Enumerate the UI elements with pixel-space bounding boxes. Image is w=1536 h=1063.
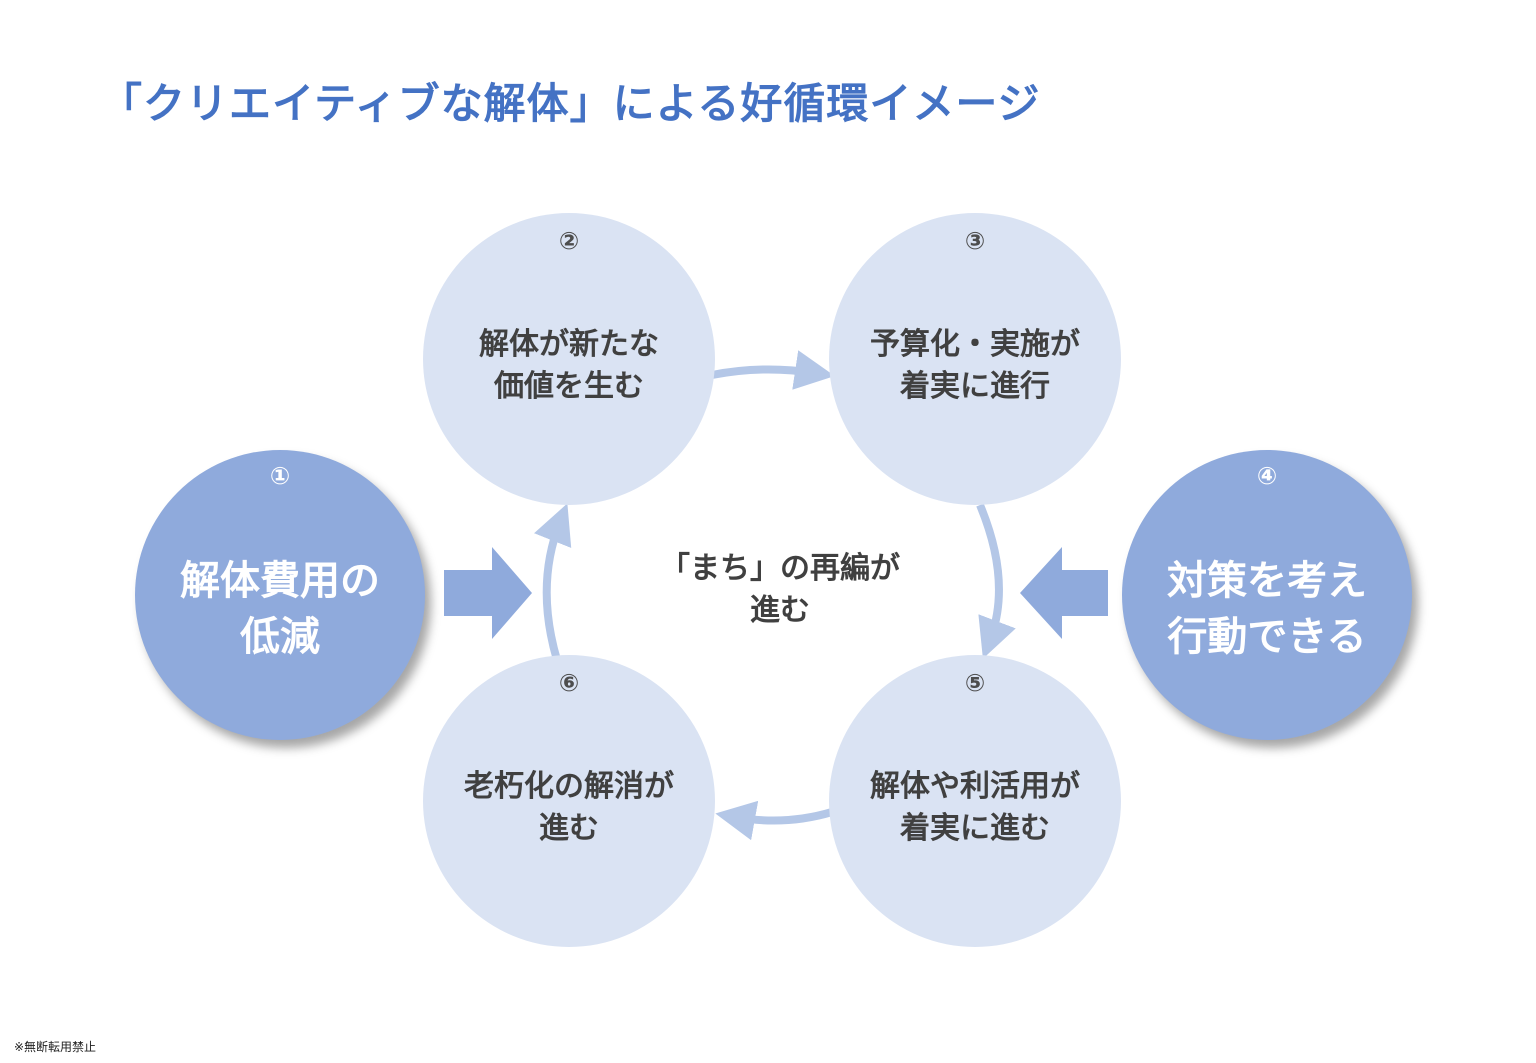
center-label-line1: 「まち」の再編が [660,551,900,586]
step-1-circle: ① 解体費用の 低減 [135,450,425,740]
arrow-2-to-3 [711,350,835,390]
step-6-number: ⑥ [558,669,580,697]
block-arrow-right [444,547,532,639]
arrow-6-to-2 [534,503,572,662]
step-1-line1: 解体費用の [180,558,380,604]
center-label-line2: 進む [750,593,810,628]
step-6-line2: 進む [539,811,599,846]
step-2-circle: ② 解体が新たな 価値を生む [423,213,715,505]
step-5-line2: 着実に進む [900,811,1050,846]
step-3-line1: 予算化・実施が [870,327,1080,362]
step-5-line1: 解体や利活用が [870,769,1080,804]
step-4-line2: 行動できる [1167,614,1367,660]
step-5-number: ⑤ [964,669,986,697]
step-2-line2: 価値を生む [494,369,644,404]
arrow-5-to-6 [715,800,834,841]
step-4-circle: ④ 対策を考え 行動できる [1122,450,1412,740]
copyright-notice: ※無断転用禁止 [14,1040,97,1054]
step-3-number: ③ [964,227,986,255]
arrow-3-to-5 [976,503,1016,659]
step-6-line1: 老朽化の解消が [464,769,674,804]
page-title: 「クリエイティブな解体」による好循環イメージ [100,79,1041,128]
center-label: 「まち」の再編が 進む [620,548,940,632]
step-1-line2: 低減 [240,614,320,660]
step-3-circle: ③ 予算化・実施が 着実に進行 [829,213,1121,505]
step-2-line1: 解体が新たな [479,327,659,362]
step-6-circle: ⑥ 老朽化の解消が 進む [423,655,715,947]
step-5-circle: ⑤ 解体や利活用が 着実に進む [829,655,1121,947]
block-arrow-left [1020,547,1108,639]
step-1-number: ① [269,462,291,490]
step-4-number: ④ [1256,462,1278,490]
step-3-line2: 着実に進行 [900,369,1050,404]
step-4-line1: 対策を考え [1167,558,1367,604]
step-2-number: ② [558,227,580,255]
